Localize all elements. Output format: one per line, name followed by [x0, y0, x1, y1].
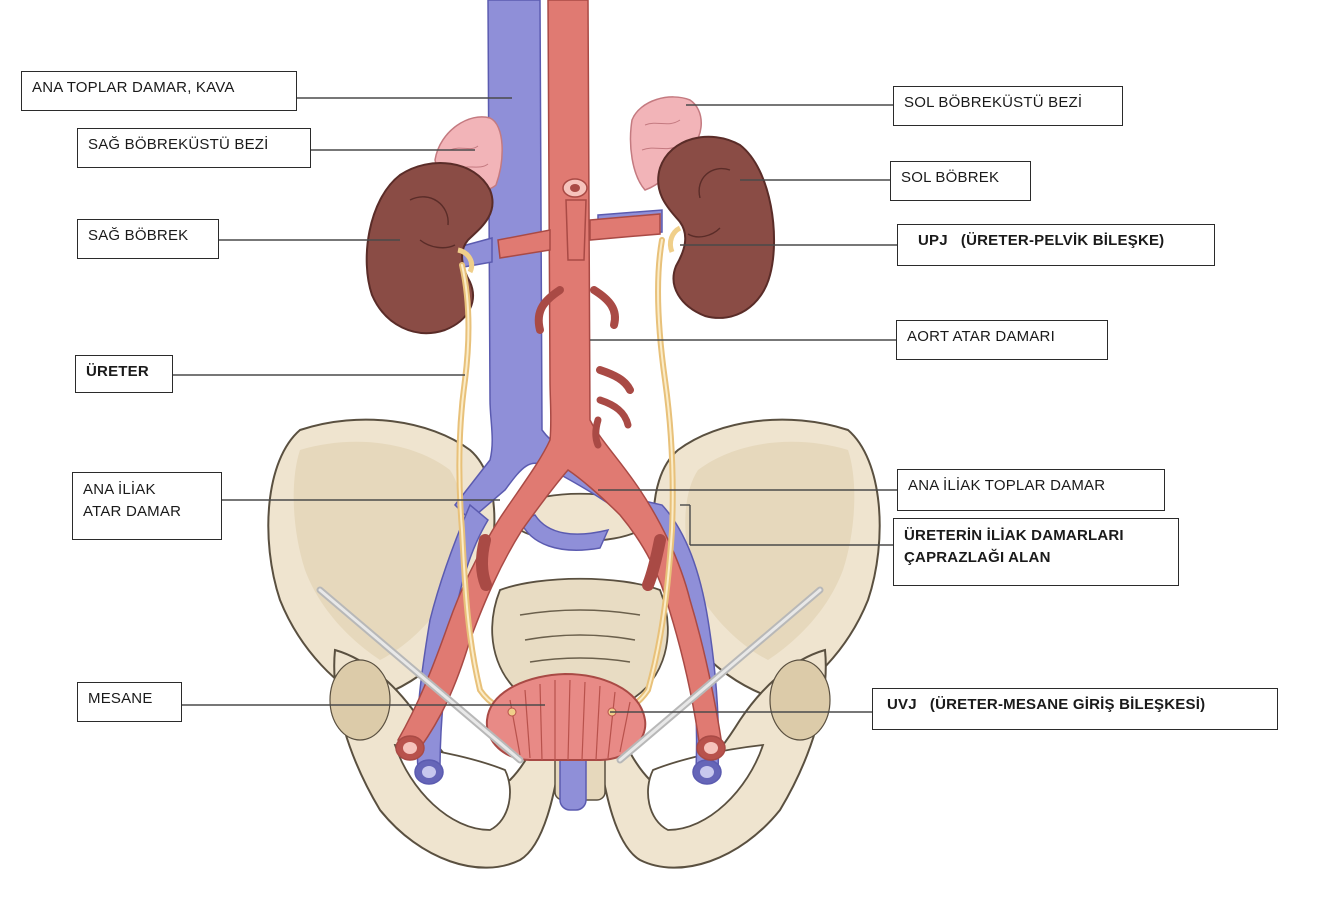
label-left-adrenal: SOL BÖBREKÜSTÜ BEZİ	[893, 86, 1123, 126]
label-right-kidney: SAĞ BÖBREK	[77, 219, 219, 259]
left-kidney	[657, 135, 775, 319]
label-iliac-crossing-line1: ÜRETERİN İLİAK DAMARLARI	[904, 527, 1124, 544]
label-vena-cava: ANA TOPLAR DAMAR, KAVA	[21, 71, 297, 111]
label-aorta: AORT ATAR DAMARI	[896, 320, 1108, 360]
label-bladder-text: MESANE	[88, 690, 153, 707]
label-left-adrenal-text: SOL BÖBREKÜSTÜ BEZİ	[904, 94, 1083, 111]
right-kidney	[365, 162, 494, 335]
label-right-kidney-text: SAĞ BÖBREK	[88, 227, 189, 244]
label-iliac-crossing: ÜRETERİN İLİAK DAMARLARI ÇAPRAZLAĞI ALAN	[893, 518, 1179, 586]
label-common-iliac-artery: ANA İLİAK ATAR DAMAR	[72, 472, 222, 540]
label-right-adrenal-text: SAĞ BÖBREKÜSTÜ BEZİ	[88, 136, 269, 153]
label-right-adrenal: SAĞ BÖBREKÜSTÜ BEZİ	[77, 128, 311, 168]
label-iliac-crossing-line2: ÇAPRAZLAĞI ALAN	[904, 549, 1051, 566]
label-common-iliac-artery-line2: ATAR DAMAR	[83, 503, 182, 520]
label-aorta-text: AORT ATAR DAMARI	[907, 328, 1055, 345]
label-upj-text: UPJ (ÜRETER-PELVİK BİLEŞKE)	[918, 232, 1165, 249]
label-common-iliac-vein: ANA İLİAK TOPLAR DAMAR	[897, 469, 1165, 511]
leader-lines	[173, 97, 897, 713]
label-uvj: UVJ (ÜRETER-MESANE GİRİŞ BİLEŞKESİ)	[872, 688, 1278, 730]
label-vena-cava-text: ANA TOPLAR DAMAR, KAVA	[32, 79, 235, 96]
label-left-kidney-text: SOL BÖBREK	[901, 169, 1000, 186]
arteries	[395, 0, 726, 761]
label-common-iliac-vein-text: ANA İLİAK TOPLAR DAMAR	[908, 477, 1106, 494]
label-upj: UPJ (ÜRETER-PELVİK BİLEŞKE)	[897, 224, 1215, 266]
kidneys	[365, 135, 775, 335]
label-uvj-text: UVJ (ÜRETER-MESANE GİRİŞ BİLEŞKESİ)	[887, 696, 1206, 713]
bladder	[485, 672, 647, 761]
label-common-iliac-artery-line1: ANA İLİAK	[83, 481, 156, 498]
label-left-kidney: SOL BÖBREK	[890, 161, 1031, 201]
label-bladder: MESANE	[77, 682, 182, 722]
label-ureter: ÜRETER	[75, 355, 173, 393]
label-ureter-text: ÜRETER	[86, 363, 149, 380]
